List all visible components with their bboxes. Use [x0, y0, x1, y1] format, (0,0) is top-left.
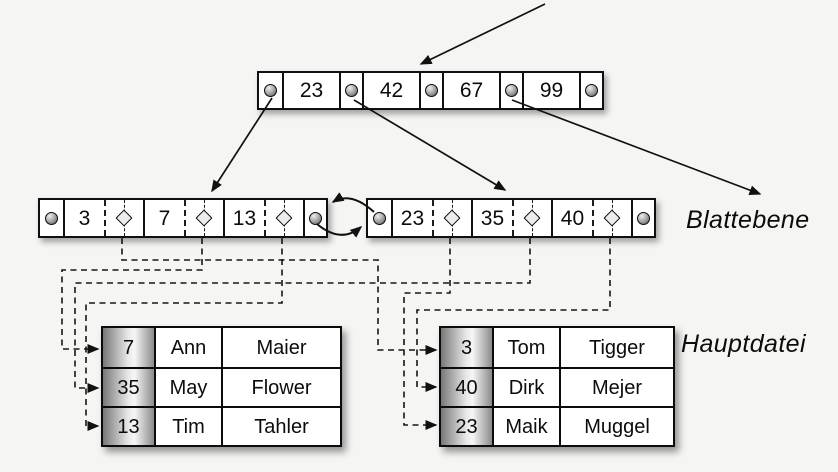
- record-pointer-slot: [183, 200, 223, 236]
- record-pointer-slot: [263, 200, 303, 236]
- record-pointer-diamond-icon: [275, 209, 293, 227]
- record-pointer-diamond-icon: [443, 209, 461, 227]
- record-pointer-diamond-icon: [115, 209, 133, 227]
- record-pointer-slot: [591, 200, 631, 236]
- pointer-slot: [368, 200, 391, 236]
- pointer-circle-icon: [345, 84, 358, 97]
- leaf-key-value: 13: [232, 206, 257, 230]
- record-firstname: Tom: [492, 328, 559, 367]
- record-pointer-slot: [103, 200, 143, 236]
- leaf-key-cell: 35: [471, 200, 551, 236]
- leaf-key-value: 35: [480, 206, 505, 230]
- record-row: 13 Tim Tahler: [103, 406, 340, 445]
- record-firstname: Maik: [492, 408, 559, 445]
- leaf-key-cell: 40: [551, 200, 631, 236]
- root-pointer-arrow-left-leaf: [211, 97, 273, 193]
- record-key: 13: [103, 408, 154, 445]
- leaf-key-cell: 3: [63, 200, 143, 236]
- root-pointer-arrow-next-leaf: [511, 99, 762, 195]
- record-pointer-diamond-icon: [195, 209, 213, 227]
- record-row: 3 Tom Tigger: [441, 328, 673, 367]
- leaf-node-left: 3 7 13: [38, 198, 328, 238]
- pointer-slot: [419, 73, 442, 108]
- leaf-key-value: 7: [158, 206, 171, 230]
- root-key-cell: 99: [522, 73, 579, 108]
- record-row: 35 May Flower: [103, 367, 340, 406]
- record-row: 23 Maik Muggel: [441, 406, 673, 445]
- leaf-key-cell: 7: [143, 200, 223, 236]
- root-key-cell: 67: [442, 73, 499, 108]
- leaf-key-cell: 23: [391, 200, 471, 236]
- pointer-slot: [303, 200, 326, 236]
- leaf-key-value: 40: [560, 206, 585, 230]
- pointer-circle-icon: [309, 211, 322, 225]
- pointer-slot: [499, 73, 522, 108]
- main-file-label: Hauptdatei: [681, 330, 806, 358]
- record-firstname: Dirk: [492, 369, 559, 406]
- root-entry-arrow: [419, 3, 546, 65]
- record-lastname: Maier: [221, 328, 340, 367]
- pointer-circle-icon: [45, 211, 58, 225]
- record-firstname: Tim: [154, 408, 221, 445]
- record-key: 35: [103, 369, 154, 406]
- pointer-circle-icon: [585, 84, 598, 97]
- main-file-table-right: 3 Tom Tigger 40 Dirk Mejer 23 Maik Mugge…: [439, 326, 675, 447]
- record-lastname: Muggel: [559, 408, 673, 445]
- record-firstname: May: [154, 369, 221, 406]
- record-lastname: Flower: [221, 369, 340, 406]
- root-key-cell: 42: [362, 73, 419, 108]
- root-key-cell: 23: [282, 73, 339, 108]
- record-pointer-slot: [511, 200, 551, 236]
- root-pointer-arrow-right-leaf: [353, 99, 507, 191]
- root-node: 23 42 67 99: [257, 71, 604, 110]
- pointer-slot: [40, 200, 63, 236]
- record-key: 40: [441, 369, 492, 406]
- pointer-slot: [259, 73, 282, 108]
- leaf-key-value: 3: [78, 206, 91, 230]
- leaf-key-cell: 13: [223, 200, 303, 236]
- record-key: 3: [441, 328, 492, 367]
- record-firstname: Ann: [154, 328, 221, 367]
- leaf-key-value: 23: [400, 206, 425, 230]
- pointer-slot: [339, 73, 362, 108]
- pointer-circle-icon: [505, 84, 518, 97]
- record-pointer-slot: [431, 200, 471, 236]
- record-pointer-diamond-icon: [603, 209, 621, 227]
- record-row: 40 Dirk Mejer: [441, 367, 673, 406]
- pointer-circle-icon: [264, 84, 277, 97]
- pointer-circle-icon: [373, 211, 386, 225]
- record-key: 23: [441, 408, 492, 445]
- record-row: 7 Ann Maier: [103, 328, 340, 367]
- record-lastname: Mejer: [559, 369, 673, 406]
- pointer-slot: [631, 200, 654, 236]
- leaf-level-label: Blattebene: [686, 206, 810, 234]
- pointer-circle-icon: [425, 84, 438, 97]
- record-pointer-diamond-icon: [523, 209, 541, 227]
- record-lastname: Tigger: [559, 328, 673, 367]
- main-file-table-left: 7 Ann Maier 35 May Flower 13 Tim Tahler: [101, 326, 342, 447]
- record-key: 7: [103, 328, 154, 367]
- pointer-slot: [579, 73, 602, 108]
- leaf-node-right: 23 35 40: [366, 198, 656, 238]
- record-lastname: Tahler: [221, 408, 340, 445]
- pointer-circle-icon: [637, 211, 650, 225]
